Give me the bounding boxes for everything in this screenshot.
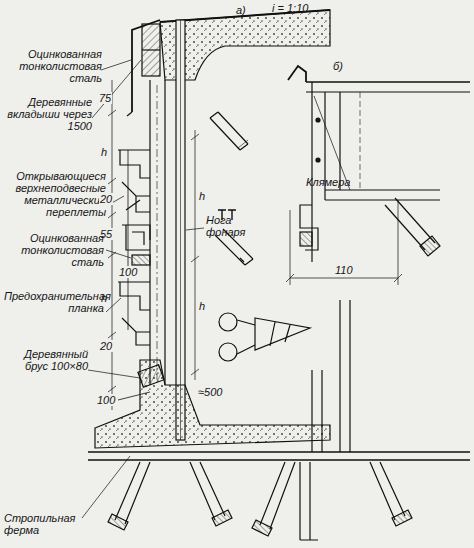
sash-profile (300, 205, 318, 250)
sash-profile (118, 150, 150, 178)
dimension: h (100, 146, 108, 158)
dimension: 75 (98, 92, 112, 104)
panel-letter: а) (236, 4, 246, 16)
detail-circle (219, 313, 237, 331)
part-name: Стропильная ферма (4, 512, 88, 536)
material-note: Оцинкованная тонколистовая сталь (4, 232, 104, 268)
slope-label: i = 1:10 (272, 2, 308, 14)
panel-b (286, 66, 470, 285)
dimension: 100 (118, 266, 138, 278)
dimension: ≈500 (197, 386, 223, 398)
part-name: Открывающиеся верхнеподвесные металличес… (4, 170, 106, 218)
part-name: Нога фонаря (206, 214, 264, 238)
material-note: Деревянные вкладыши через 1500 (4, 96, 92, 132)
material-note: Оцинкованная тонколистовая сталь (4, 48, 102, 84)
roof-slab (95, 360, 330, 448)
part-name: Деревянный брус 100×80 (4, 348, 88, 372)
part-name: Клямера (306, 176, 350, 188)
dimension: h (198, 300, 206, 312)
panel-letter: б) (333, 60, 343, 72)
flashing (288, 66, 306, 82)
wood-insert (142, 24, 160, 76)
dimension: 100 (96, 394, 116, 406)
lantern-leg (176, 20, 185, 440)
dimension: 20 (99, 340, 113, 352)
dimension: 110 (334, 264, 354, 276)
part-name: Предохранительная планка (4, 290, 104, 314)
dimension-lines (108, 80, 199, 410)
dimension: h (198, 190, 206, 202)
leader-line (314, 96, 350, 190)
truss-diagonals (108, 462, 412, 540)
leader-lines (82, 60, 204, 518)
wood-bar (138, 365, 164, 388)
dimension: 20 (99, 193, 113, 205)
panel-a (82, 10, 470, 540)
detail-circle (219, 343, 237, 361)
